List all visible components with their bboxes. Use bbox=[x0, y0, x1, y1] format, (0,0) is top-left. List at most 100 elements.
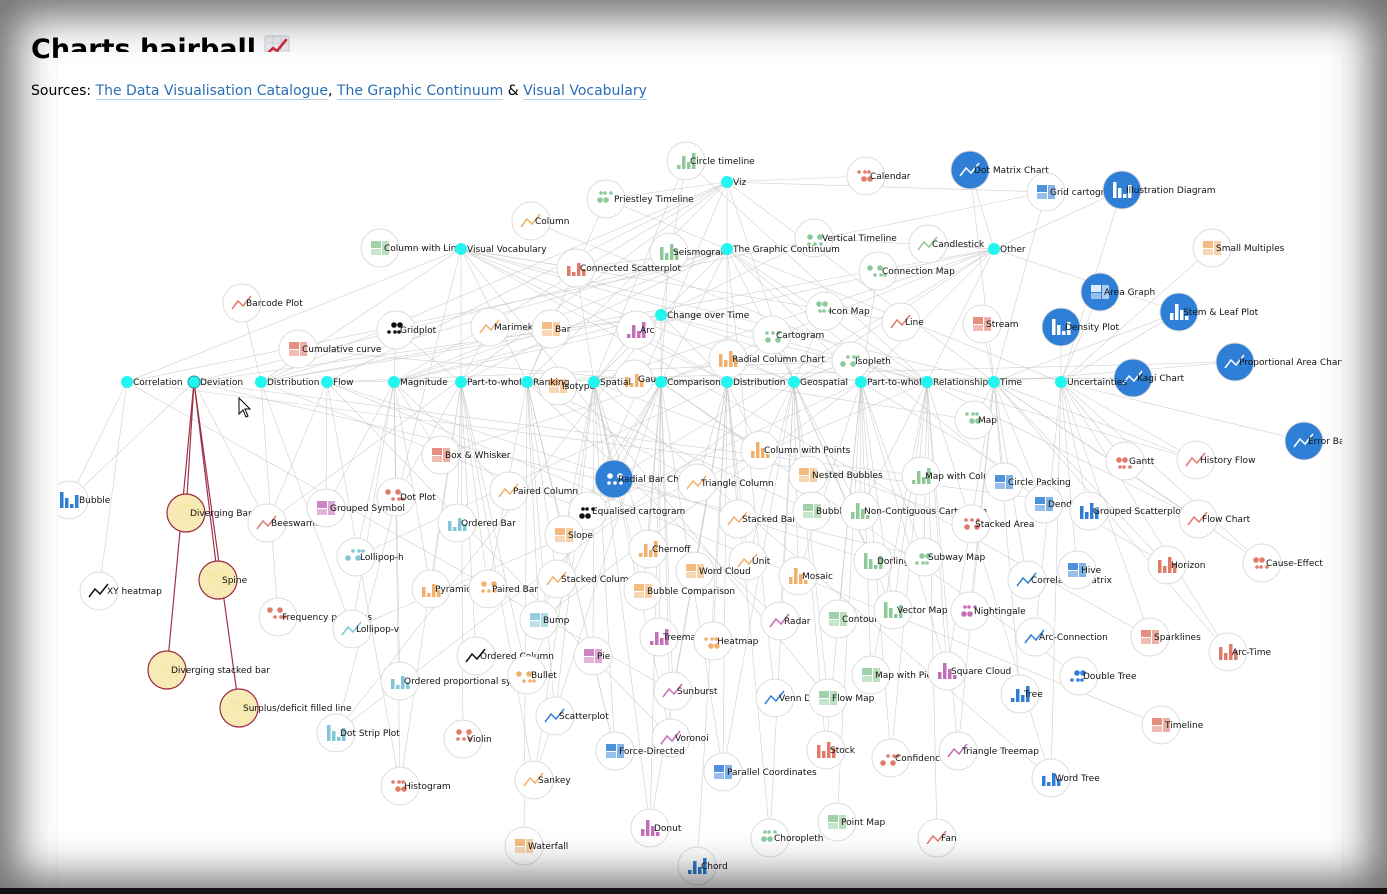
chart-node-bubble[interactable]: Bubble bbox=[58, 480, 111, 520]
chart-node-mosaic[interactable]: Mosaic bbox=[778, 556, 833, 596]
category-node-cot[interactable]: Change over Time bbox=[655, 309, 750, 321]
chart-node-lollipop-h[interactable]: Lollipop-h bbox=[336, 537, 404, 577]
chart-node-radial-bar[interactable]: Radial Bar Chart bbox=[594, 459, 692, 499]
category-node-ptw2[interactable]: Part-to-whole bbox=[855, 376, 928, 388]
chart-node-cartogram[interactable]: Cartogram bbox=[752, 315, 824, 355]
chart-node-triangle-column[interactable]: Triangle Column bbox=[677, 463, 774, 503]
chart-node-pie[interactable]: Pie bbox=[573, 636, 613, 676]
chart-node-ordered-column[interactable]: Ordered Column bbox=[456, 636, 554, 676]
chart-node-col-points[interactable]: Column with Points bbox=[740, 430, 851, 470]
chart-node-grouped-scatter[interactable]: Grouped Scatterplot bbox=[1069, 491, 1185, 531]
chart-node-error-bars[interactable]: Error Bars bbox=[1284, 421, 1342, 461]
chart-node-grouped-symbol[interactable]: Grouped Symbol bbox=[306, 488, 405, 528]
chart-node-force-directed[interactable]: Force-Directed bbox=[595, 731, 685, 771]
chart-node-sparklines[interactable]: Sparklines bbox=[1130, 617, 1201, 657]
chart-node-stream[interactable]: Stream bbox=[962, 304, 1019, 344]
chart-node-stacked-bar[interactable]: Stacked Bar bbox=[718, 499, 796, 539]
chart-node-vert-timeline[interactable]: Vertical Timeline bbox=[794, 218, 897, 258]
chart-node-dot-strip[interactable]: Dot Strip Plot bbox=[316, 713, 400, 753]
chart-node-gantt[interactable]: Gantt bbox=[1105, 441, 1155, 481]
chart-node-illustration[interactable]: Illustration Diagram bbox=[1102, 170, 1216, 210]
chart-node-marimekko[interactable]: Marimekko bbox=[470, 307, 544, 347]
category-node-time[interactable]: Time bbox=[988, 376, 1022, 388]
chart-node-bubble-comparison[interactable]: Bubble Comparison bbox=[623, 571, 735, 611]
category-node-geo[interactable]: Geospatial bbox=[788, 376, 848, 388]
chart-node-dot-plot[interactable]: Dot Plot bbox=[376, 477, 436, 517]
chart-node-bullet[interactable]: Bullet bbox=[507, 655, 557, 695]
chart-node-grid-cartogram[interactable]: Grid cartogram bbox=[1026, 172, 1119, 212]
chart-node-confidence[interactable]: Confidence bbox=[871, 738, 946, 778]
chart-node-cause-effect[interactable]: Cause-Effect bbox=[1242, 543, 1323, 583]
chart-node-conn-scatter[interactable]: Connected Scatterplot bbox=[556, 248, 682, 288]
category-node-rank[interactable]: Ranking bbox=[521, 376, 569, 388]
chart-node-map-columns[interactable]: Map with Columns bbox=[901, 456, 1008, 496]
chart-node-radial-column[interactable]: Radial Column Chart bbox=[708, 339, 825, 379]
chart-node-area-graph[interactable]: Area Graph bbox=[1080, 272, 1155, 312]
chart-node-ordered-bar[interactable]: Ordered Bar bbox=[437, 503, 516, 543]
chart-node-conn-map[interactable]: Connection Map bbox=[858, 251, 955, 291]
chart-node-calendar[interactable]: Calendar bbox=[846, 156, 911, 196]
chart-node-voronoi[interactable]: Voronoi bbox=[651, 718, 709, 758]
chart-node-square-cloud[interactable]: Square Cloud bbox=[927, 651, 1011, 691]
chart-node-gauge[interactable]: Gauge bbox=[614, 359, 668, 399]
category-node-corr[interactable]: Correlation bbox=[121, 376, 183, 388]
category-node-other[interactable]: Other bbox=[988, 243, 1026, 255]
chart-node-treemap[interactable]: Treemap bbox=[639, 617, 702, 657]
chart-node-stem-leaf[interactable]: Stem & Leaf Plot bbox=[1159, 292, 1259, 332]
chart-node-fan[interactable]: Fan bbox=[917, 818, 957, 858]
chart-node-flow-map[interactable]: Flow Map bbox=[808, 678, 875, 718]
chart-node-bubble2[interactable]: Bubble bbox=[792, 491, 848, 531]
chart-node-surplus[interactable]: Surplus/deficit filled line bbox=[219, 688, 352, 728]
chart-node-slope[interactable]: Slope bbox=[544, 515, 593, 555]
category-node-spatial[interactable]: Spatial bbox=[588, 376, 631, 388]
chart-node-sankey[interactable]: Sankey bbox=[514, 760, 571, 800]
chart-node-stacked-column[interactable]: Stacked Column bbox=[537, 559, 634, 599]
chart-node-diverging-bar[interactable]: Diverging Bar bbox=[166, 493, 252, 533]
chart-node-barcode[interactable]: Barcode Plot bbox=[222, 283, 303, 323]
category-node-ptw1[interactable]: Part-to-whole bbox=[455, 376, 528, 388]
chart-node-density[interactable]: Density Plot bbox=[1041, 307, 1120, 347]
category-node-dist2[interactable]: Distribution bbox=[721, 376, 786, 388]
chart-node-isotype[interactable]: Isotype bbox=[538, 366, 595, 406]
chart-node-ord-prop-symbol[interactable]: Ordered proportional symbol bbox=[380, 661, 534, 701]
source-link-graphic-continuum[interactable]: The Graphic Continuum bbox=[336, 83, 504, 100]
category-node-comp[interactable]: Comparisons bbox=[655, 376, 726, 388]
chart-node-parallel-coords[interactable]: Parallel Coordinates bbox=[703, 752, 817, 792]
chart-node-double-tree[interactable]: Double Tree bbox=[1059, 656, 1137, 696]
chart-node-dot-matrix[interactable]: Dot Matrix Chart bbox=[950, 150, 1049, 190]
chart-node-point-map[interactable]: Point Map bbox=[817, 802, 885, 842]
chart-node-heatmap[interactable]: Heatmap bbox=[693, 621, 759, 661]
chart-node-arc-connection[interactable]: Arc-Connection bbox=[1015, 617, 1108, 657]
chart-node-chord[interactable]: Chord bbox=[677, 846, 728, 886]
chart-node-arc-time[interactable]: Arc-Time bbox=[1208, 632, 1272, 672]
chart-node-col-line[interactable]: Column with Line bbox=[360, 228, 463, 268]
chart-node-triangle-treemap[interactable]: Triangle Treemap bbox=[938, 731, 1039, 771]
chart-node-flow-chart[interactable]: Flow Chart bbox=[1178, 499, 1251, 539]
chart-node-stacked-area[interactable]: Stacked Area bbox=[951, 504, 1034, 544]
chart-node-lollipop-v[interactable]: Lollipop-v bbox=[332, 609, 400, 649]
chart-node-box-whisker[interactable]: Box & Whisker bbox=[421, 435, 511, 475]
chart-node-icon-map[interactable]: Icon Map bbox=[805, 291, 870, 331]
chart-node-map[interactable]: Map bbox=[954, 400, 997, 440]
chart-node-timeline[interactable]: Timeline bbox=[1141, 705, 1204, 745]
chart-node-scatterplot[interactable]: Scatterplot bbox=[535, 696, 609, 736]
chart-node-circle-timeline[interactable]: Circle timeline bbox=[666, 141, 755, 181]
chart-node-subway-map[interactable]: Subway Map bbox=[904, 537, 985, 577]
category-node-dist1[interactable]: Distribution bbox=[255, 376, 320, 388]
chart-node-candlestick[interactable]: Candlestick bbox=[908, 224, 985, 264]
chart-node-stock[interactable]: Stock bbox=[806, 730, 856, 770]
chart-node-paired-column[interactable]: Paired Column bbox=[489, 471, 578, 511]
chart-node-donut[interactable]: Donut bbox=[630, 808, 682, 848]
chart-node-gridplot[interactable]: Gridplot bbox=[376, 310, 437, 350]
chart-node-bar[interactable]: Bar bbox=[531, 309, 571, 349]
chart-node-nightingale[interactable]: Nightingale bbox=[950, 591, 1026, 631]
chart-node-circle-packing[interactable]: Circle Packing bbox=[984, 462, 1071, 502]
chart-node-chernoff[interactable]: Chernoff bbox=[628, 529, 691, 569]
category-node-mag[interactable]: Magnitude bbox=[388, 376, 448, 388]
chart-node-xy-heatmap[interactable]: XY heatmap bbox=[79, 571, 162, 611]
category-node-viz[interactable]: Viz bbox=[721, 176, 746, 188]
chart-node-pyramid[interactable]: Pyramid bbox=[411, 569, 472, 609]
chart-node-vector-map[interactable]: Vector Map bbox=[873, 590, 948, 630]
